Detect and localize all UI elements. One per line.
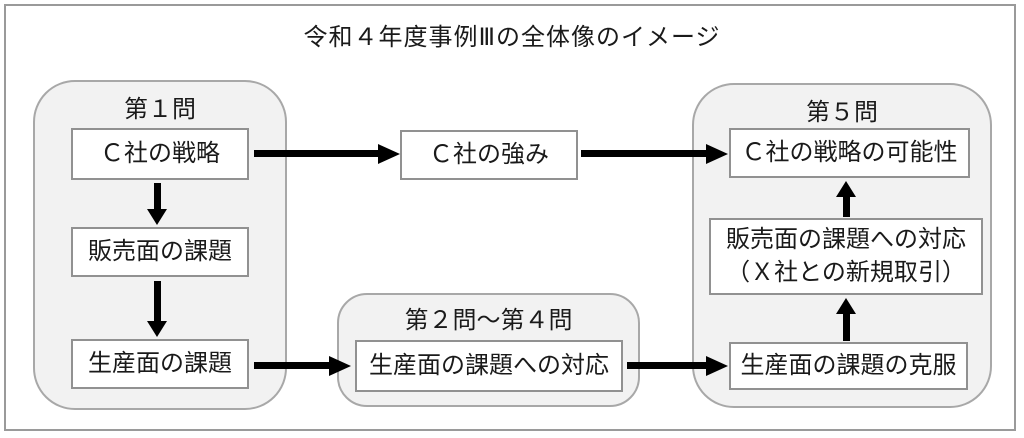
node-production-issue-label: 生産面の課題 [88,349,232,377]
node-c-strength-label: Ｃ社の強み [429,140,549,168]
arrow-strategy-to-sales-issue [147,183,167,225]
arrow-production-issue-to-response [254,356,351,376]
group-question2-4-label: 第２問～第４問 [404,307,573,334]
node-production-issue: 生産面の課題 [71,339,249,389]
node-c-strategy-potential-label: Ｃ社の戦略の可能性 [741,138,958,166]
arrow-sales-issue-to-production-issue [147,281,167,337]
node-production-response-label: 生産面の課題への対応 [369,351,609,379]
group-question1-label: 第１問 [124,96,196,123]
node-sales-response: 販売面の課題への対応 （Ｘ社との新規取引） [709,218,983,295]
node-sales-response-line2: （Ｘ社との新規取引） [726,258,966,286]
node-c-strategy-label: Ｃ社の戦略 [100,139,220,167]
diagram-title: 令和４年度事例Ⅲの全体像のイメージ [303,24,721,51]
arrow-overcome-to-sales-response [836,298,856,341]
node-production-overcome: 生産面の課題の克服 [729,342,968,390]
node-c-strategy: Ｃ社の戦略 [71,128,249,180]
arrow-response-to-overcome [627,356,728,376]
node-c-strength: Ｃ社の強み [400,130,578,180]
node-sales-issue: 販売面の課題 [71,227,249,277]
arrow-strategy-to-strength [254,144,400,164]
node-sales-issue-label: 販売面の課題 [88,237,232,265]
arrow-sales-response-to-potential [836,181,856,217]
node-c-strategy-potential: Ｃ社の戦略の可能性 [729,128,970,178]
group-question5-label: 第５問 [806,99,878,126]
node-production-overcome-label: 生産面の課題の克服 [740,351,957,379]
arrow-strength-to-potential [581,144,728,164]
node-sales-response-line1: 販売面の課題への対応 [726,226,966,254]
node-production-response: 生産面の課題への対応 [355,340,623,392]
